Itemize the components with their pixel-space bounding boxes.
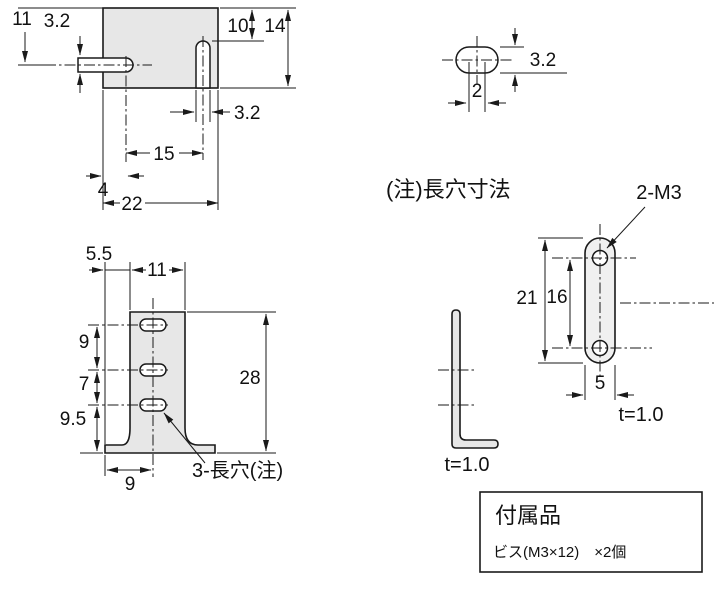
callout-2-m3: 2-M3 [636, 182, 682, 204]
slot-detail: 2 3.2 (注)長穴寸法 [386, 28, 567, 202]
dim-label-3-2-left: 3.2 [44, 11, 70, 32]
note-slot-dimensions: (注)長穴寸法 [386, 177, 511, 202]
accessories-box: 付属品 ビス(M3×12) ×2個 [479, 491, 703, 573]
slot-note-label: 3-長穴(注) [192, 459, 283, 482]
side-view: t=1.0 [438, 309, 499, 476]
side-view-body [451, 309, 499, 449]
dim-label-5: 5 [595, 373, 606, 394]
dim-label-22: 22 [121, 194, 142, 215]
accessories-item: ビス(M3×12) ×2個 [493, 544, 626, 561]
dim-label-10: 10 [227, 16, 248, 37]
dim-label-4: 4 [98, 180, 109, 201]
dim-label-16: 16 [546, 287, 567, 308]
dim-label-9-upper: 9 [79, 332, 90, 353]
dim-label-9-bottom: 9 [125, 474, 136, 495]
dim-label-5-5: 5.5 [86, 244, 112, 265]
dim-label-21: 21 [516, 288, 537, 309]
slot-note-leader [163, 412, 206, 464]
dim-label-14: 14 [264, 16, 286, 37]
dim-label-11-front: 11 [147, 260, 167, 281]
front-view-body [104, 311, 216, 454]
dim-label-3-2-slot: 3.2 [234, 103, 260, 124]
dim-label-9-5: 9.5 [60, 409, 86, 430]
front-view: 5.5 11 9 7 9.5 28 9 3-長穴(注) [60, 244, 283, 495]
dim-label-15: 15 [153, 144, 174, 165]
dim-label-2: 2 [472, 81, 483, 102]
side-thickness-label: t=1.0 [444, 454, 489, 476]
dim-label-7: 7 [79, 374, 90, 395]
accessories-border [479, 491, 703, 573]
callout-2-m3-leader [606, 206, 646, 249]
dim-label-11-plan: 11 [12, 9, 32, 30]
accessories-title: 付属品 [495, 503, 561, 528]
plan-view: 11 3.2 10 14 3.2 15 4 22 [12, 7, 296, 215]
plate-thickness-label: t=1.0 [618, 404, 663, 426]
dim-label-28: 28 [239, 368, 260, 389]
hole-plate-view: 21 16 5 t=1.0 2-M3 [516, 182, 714, 426]
dim-label-3-2-detail: 3.2 [530, 50, 556, 71]
